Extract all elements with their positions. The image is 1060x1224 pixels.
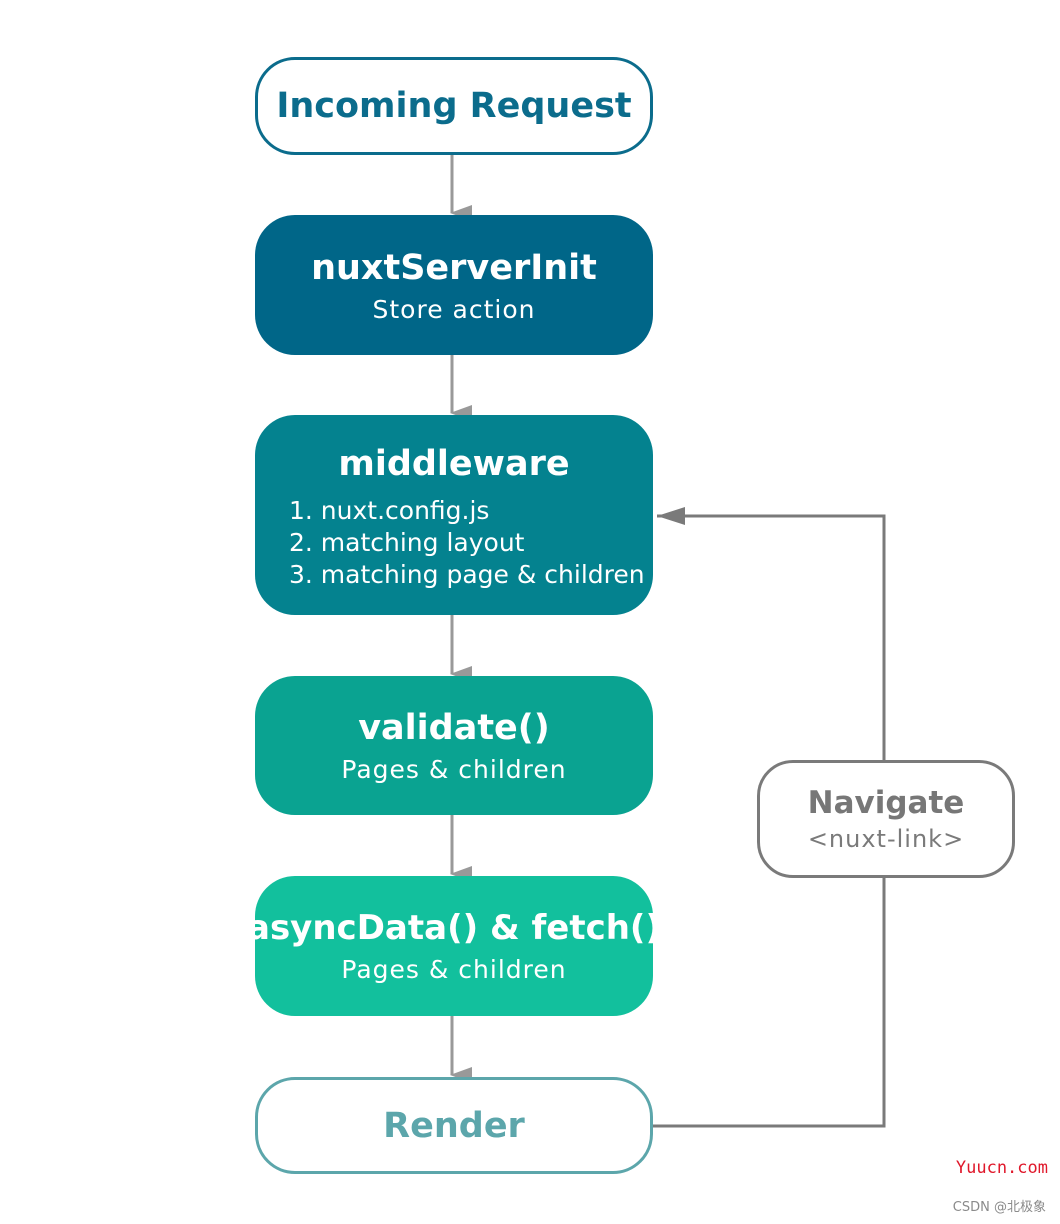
middleware-title: middleware bbox=[338, 444, 570, 484]
render-node: Render bbox=[255, 1077, 653, 1174]
middleware-node: middleware 1. nuxt.config.js 2. matching… bbox=[255, 415, 653, 615]
nuxt-server-init-node: nuxtServerInit Store action bbox=[255, 215, 653, 355]
loop-render-to-navigate bbox=[653, 878, 886, 1128]
loop-navigate-to-middleware bbox=[657, 507, 886, 760]
middleware-item: 2. matching layout bbox=[289, 528, 525, 557]
validate-title: validate() bbox=[358, 708, 550, 748]
nuxt-server-init-subtitle: Store action bbox=[372, 294, 536, 324]
async-data-fetch-subtitle: Pages & children bbox=[341, 954, 567, 984]
navigate-title: Navigate bbox=[807, 785, 965, 822]
csdn-watermark: CSDN @北极象 bbox=[952, 1200, 1046, 1215]
navigate-node: Navigate <nuxt-link> bbox=[757, 760, 1015, 878]
async-data-fetch-title: asyncData() & fetch() bbox=[247, 908, 662, 949]
incoming-request-node: Incoming Request bbox=[255, 57, 653, 155]
site-watermark: Yuucn.com bbox=[955, 1158, 1048, 1178]
incoming-request-title: Incoming Request bbox=[276, 86, 632, 126]
render-title: Render bbox=[383, 1105, 525, 1146]
validate-subtitle: Pages & children bbox=[341, 755, 567, 784]
async-data-fetch-node: asyncData() & fetch() Pages & children bbox=[247, 876, 661, 1016]
middleware-item: 1. nuxt.config.js bbox=[289, 496, 490, 525]
validate-node: validate() Pages & children bbox=[255, 676, 653, 815]
middleware-item: 3. matching page & children bbox=[289, 560, 645, 589]
navigate-subtitle: <nuxt-link> bbox=[807, 824, 965, 853]
nuxt-server-init-title: nuxtServerInit bbox=[311, 247, 597, 288]
middleware-list: 1. nuxt.config.js 2. matching layout 3. … bbox=[255, 495, 645, 591]
